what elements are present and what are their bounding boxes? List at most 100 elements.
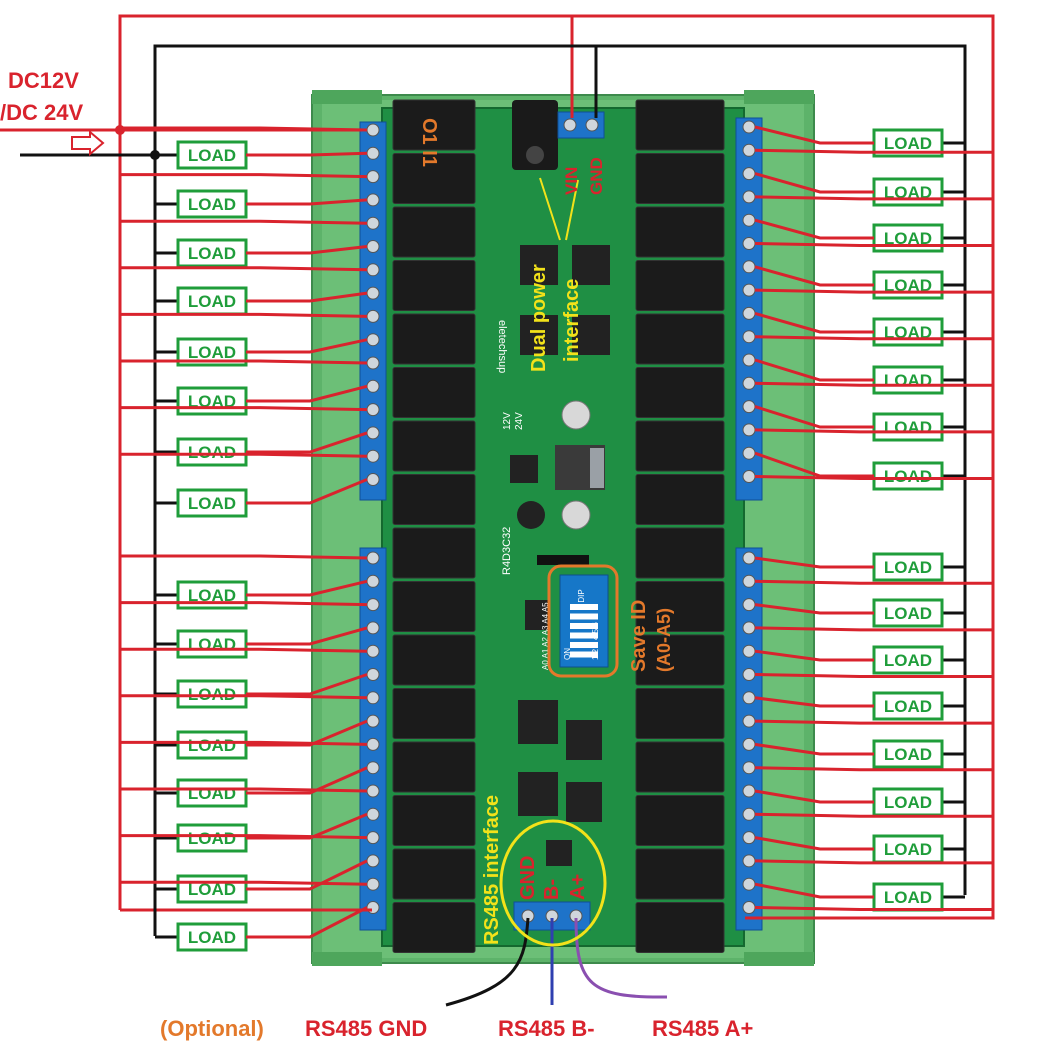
terminal-screw[interactable]	[366, 426, 380, 440]
terminal-screw[interactable]	[366, 691, 380, 705]
terminal-screw[interactable]	[742, 237, 756, 250]
terminal-screw[interactable]	[742, 120, 756, 134]
wire-red-load	[754, 789, 874, 804]
regulator-tab	[590, 448, 604, 488]
power-terminal-screw-vin	[563, 118, 577, 132]
wire-red-common	[754, 719, 993, 725]
dip-address-text: A0 A1 A2 A3 A4 A5	[541, 602, 550, 670]
dual-power-label-line2: interface	[561, 279, 583, 362]
terminal-screw[interactable]	[366, 379, 380, 393]
dip-lever[interactable]	[570, 613, 598, 620]
terminal-screw[interactable]	[742, 831, 756, 845]
terminal-screw[interactable]	[742, 470, 756, 483]
slave-id-label-line2: (A0-A5)	[654, 608, 674, 672]
terminal-screw[interactable]	[742, 376, 756, 390]
terminal-screw[interactable]	[742, 167, 756, 181]
pointer-line	[565, 179, 579, 241]
terminal-screw[interactable]	[742, 446, 756, 460]
wire-red-load	[246, 906, 368, 939]
terminal-screw[interactable]	[366, 668, 380, 681]
terminal-screw[interactable]	[366, 877, 380, 891]
terminal-screw[interactable]	[366, 644, 380, 658]
terminal-screw[interactable]	[366, 170, 380, 184]
terminal-screw[interactable]	[742, 330, 756, 344]
terminal-screw[interactable]	[742, 598, 756, 612]
ic-chip	[572, 315, 610, 355]
wire-red-common	[120, 834, 368, 840]
terminal-screw[interactable]	[366, 714, 380, 728]
terminal-screw[interactable]	[742, 283, 756, 297]
terminal-screw[interactable]	[366, 449, 380, 463]
wire-red-load	[246, 579, 368, 597]
terminal-screw[interactable]	[742, 190, 756, 204]
terminal-screw[interactable]	[742, 854, 756, 868]
vin-label: VIN	[562, 167, 581, 195]
wire-red-common	[754, 673, 993, 678]
terminal-screw[interactable]	[742, 574, 756, 588]
terminal-screw[interactable]	[366, 333, 380, 347]
terminal-screw[interactable]	[366, 286, 380, 300]
terminal-screw[interactable]	[742, 691, 756, 705]
load-left-10-label: LOAD	[188, 635, 236, 654]
terminal-screw[interactable]	[742, 668, 756, 681]
terminal-screw[interactable]	[742, 260, 756, 274]
load-right-6-box	[872, 365, 944, 395]
terminal-screw[interactable]	[366, 309, 380, 323]
terminal-screw[interactable]	[742, 621, 756, 635]
terminal-screw[interactable]	[366, 240, 380, 253]
terminal-screw[interactable]	[742, 761, 756, 775]
dip-lever[interactable]	[570, 604, 598, 610]
terminal-screw[interactable]	[742, 737, 756, 751]
terminal-screw[interactable]	[742, 400, 756, 414]
wire-red-common	[754, 579, 993, 585]
terminal-screw[interactable]	[742, 644, 756, 658]
terminal-screw[interactable]	[366, 146, 380, 160]
relay	[635, 848, 725, 900]
terminal-screw[interactable]	[366, 621, 380, 635]
terminal-screw[interactable]	[742, 901, 756, 914]
terminal-screw[interactable]	[742, 306, 756, 320]
terminal-screw[interactable]	[366, 473, 380, 486]
terminal-screw[interactable]	[366, 216, 380, 230]
wire-red-common	[120, 452, 368, 458]
terminal-screw[interactable]	[366, 551, 380, 565]
terminal-screw[interactable]	[742, 423, 756, 437]
terminal-screw[interactable]	[366, 784, 380, 798]
terminal-screw[interactable]	[366, 737, 380, 751]
terminal-screw[interactable]	[742, 213, 756, 227]
terminal-screw[interactable]	[366, 831, 380, 845]
wire-red-common	[120, 126, 368, 132]
terminal-screw[interactable]	[366, 123, 380, 137]
terminal-screw[interactable]	[742, 807, 756, 821]
wire-red-common	[754, 859, 993, 865]
dip-lever[interactable]	[570, 623, 598, 629]
terminal-screw[interactable]	[742, 353, 756, 367]
terminal-screw[interactable]	[742, 714, 756, 728]
terminal-screw[interactable]	[366, 193, 380, 207]
terminal-screw[interactable]	[742, 877, 756, 891]
terminal-screw[interactable]	[366, 574, 380, 588]
rs485-gnd-label: RS485 GND	[305, 1016, 427, 1041]
terminal-screw[interactable]	[366, 807, 380, 821]
load-left-11-box	[176, 679, 248, 709]
terminal-screw[interactable]	[366, 356, 380, 370]
terminal-screw[interactable]	[366, 598, 380, 612]
dip-lever[interactable]	[570, 642, 598, 648]
terminal-screw[interactable]	[742, 551, 756, 565]
inductor	[510, 455, 538, 483]
terminal-screw[interactable]	[742, 784, 756, 798]
terminal-screw[interactable]	[366, 761, 380, 775]
dip-lever[interactable]	[570, 651, 598, 658]
terminal-screw[interactable]	[366, 854, 380, 868]
terminal-screw[interactable]	[366, 263, 380, 277]
terminal-screw[interactable]	[366, 403, 380, 417]
dual-power-label-line1: Dual power	[528, 264, 550, 372]
terminal-screw[interactable]	[366, 901, 380, 914]
terminal-screw[interactable]	[742, 143, 756, 157]
load-left-5-label: LOAD	[188, 343, 236, 362]
load-connections: LOADLOADLOADLOADLOADLOADLOADLOADLOADLOAD…	[120, 125, 993, 952]
relay	[635, 153, 725, 204]
power-label-line2: /DC 24V	[0, 100, 83, 125]
dip-lever[interactable]	[570, 632, 598, 639]
